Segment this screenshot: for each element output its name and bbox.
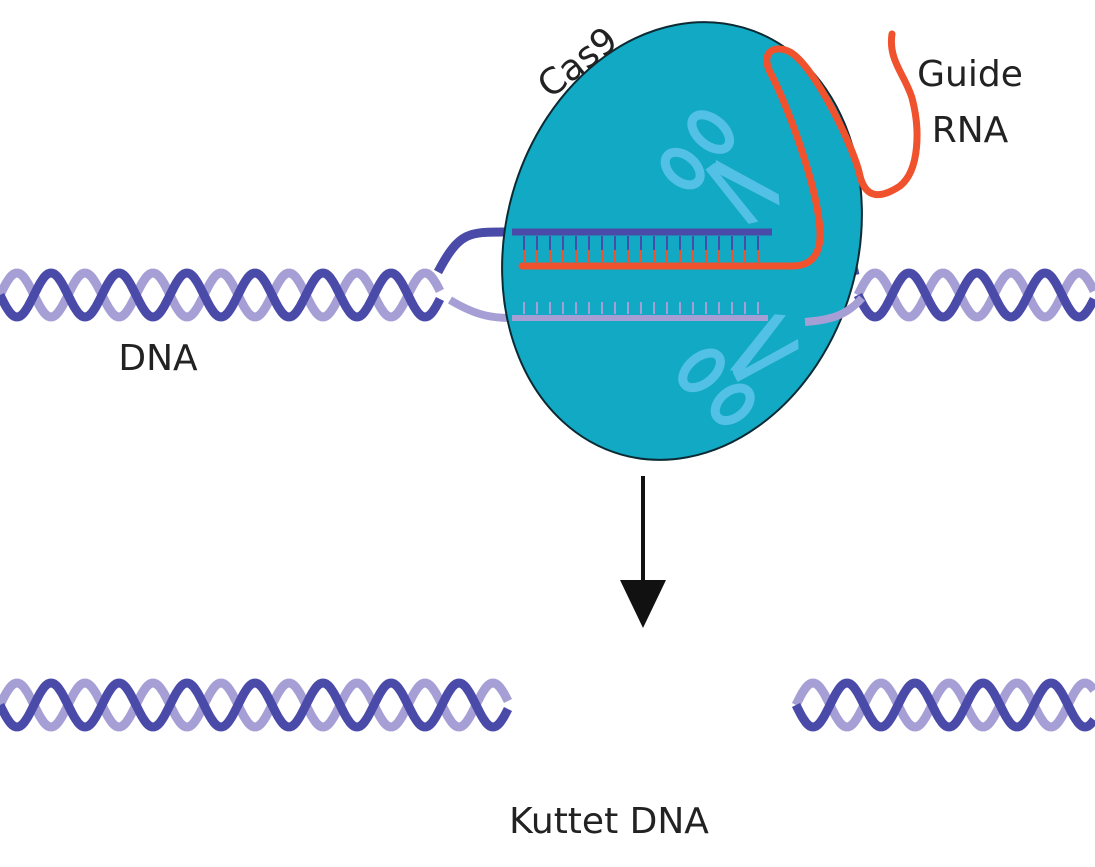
dna-top-right	[853, 268, 1095, 322]
guide-rna-label-line2: RNA	[932, 110, 1009, 151]
cut-dna-right-light-strand	[791, 678, 1095, 732]
exit-light-strand	[804, 295, 865, 326]
cut-dna-left-dark-strand	[0, 678, 513, 732]
guide-rna-strand	[518, 30, 921, 270]
dna-top-left	[0, 268, 445, 322]
cut-dna-label: Kuttet DNA	[509, 801, 709, 842]
cut-dna-right	[791, 678, 1095, 732]
dna-top-left-dark-strand	[0, 268, 445, 322]
arrow-down-icon	[620, 580, 666, 628]
cas9-protein	[501, 21, 863, 461]
dna-top-right-dark-strand	[853, 268, 1095, 322]
cut-dna-left-light-strand	[0, 678, 513, 732]
guide-rna-label-line1: Guide	[917, 54, 1023, 95]
dna-top-right-light-strand	[853, 268, 1095, 322]
cut-dna-right-dark-strand	[791, 678, 1095, 732]
dna-label: DNA	[118, 338, 198, 379]
cut-dna-left	[0, 678, 513, 732]
base-pairs-lower-strand	[523, 302, 759, 314]
dna-top-left-light-strand	[0, 268, 445, 322]
base-pairs-dna-rna	[523, 236, 759, 262]
